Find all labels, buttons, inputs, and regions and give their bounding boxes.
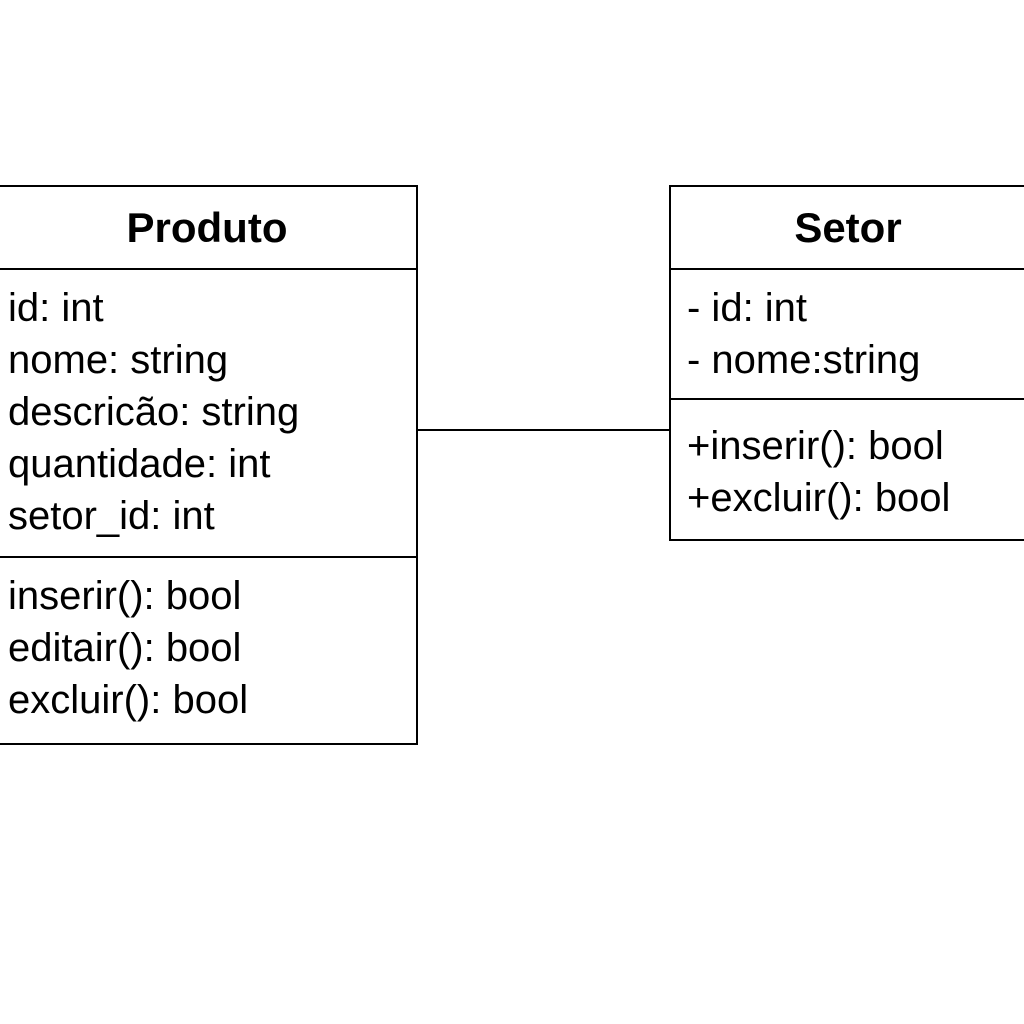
attribute-setor-id: - id: int <box>687 286 808 330</box>
attribute-produto-quantidade: quantidade: int <box>8 442 271 486</box>
attribute-produto-setor-id: setor_id: int <box>8 494 215 538</box>
class-name-setor: Setor <box>671 187 1024 270</box>
attribute-produto-descricao: descricão: string <box>8 390 300 434</box>
class-box-produto[interactable]: Produto id: int nome: string descricão: … <box>0 185 418 745</box>
attribute-setor-nome: - nome:string <box>687 338 921 382</box>
association-line[interactable] <box>416 429 670 431</box>
attribute-produto-nome: nome: string <box>8 338 229 382</box>
attribute-produto-id: id: int <box>8 286 104 330</box>
methods-compartment-produto: inserir(): bool editair(): bool excluir(… <box>0 558 416 726</box>
method-produto-editair: editair(): bool <box>8 626 242 670</box>
attributes-compartment-produto: id: int nome: string descricão: string q… <box>0 270 416 558</box>
method-produto-inserir: inserir(): bool <box>8 574 242 618</box>
method-setor-excluir: +excluir(): bool <box>687 476 951 520</box>
method-produto-excluir: excluir(): bool <box>8 678 249 722</box>
methods-compartment-setor: +inserir(): bool +excluir(): bool <box>671 400 1024 524</box>
attributes-compartment-setor: - id: int - nome:string <box>671 270 1024 400</box>
class-name-produto: Produto <box>0 187 416 270</box>
method-setor-inserir: +inserir(): bool <box>687 424 944 468</box>
class-box-setor[interactable]: Setor - id: int - nome:string +inserir()… <box>669 185 1024 541</box>
